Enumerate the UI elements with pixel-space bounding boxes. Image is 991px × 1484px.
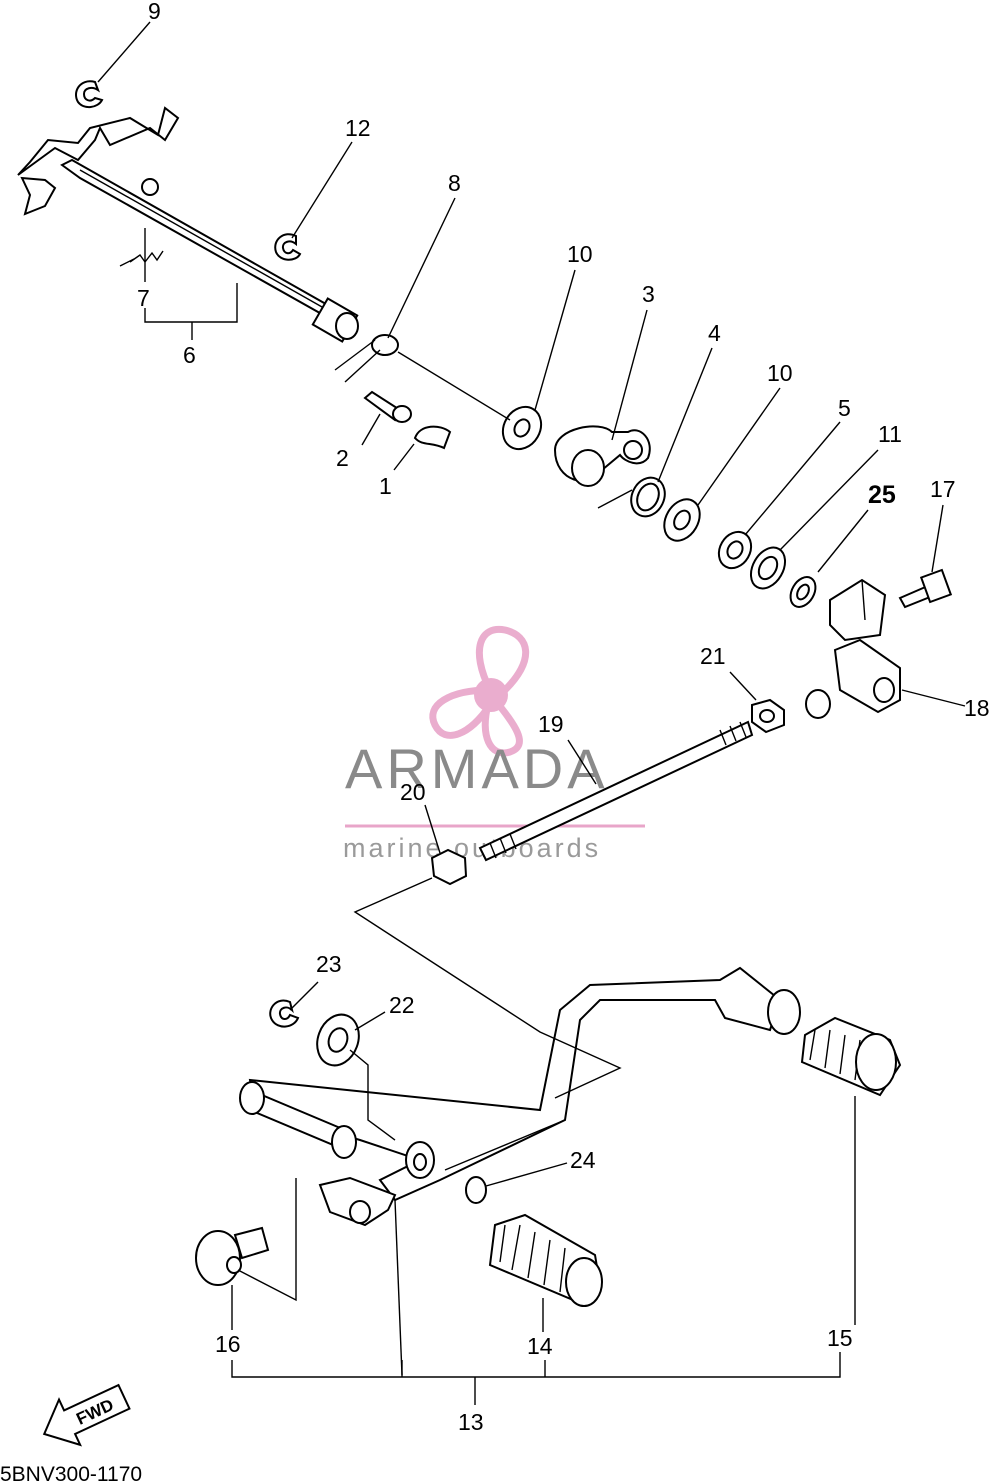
callout-9: 9	[148, 0, 161, 24]
callout-8: 8	[448, 170, 461, 196]
callout-23: 23	[316, 951, 342, 977]
callout-17: 17	[930, 476, 956, 502]
callout-15: 15	[827, 1325, 853, 1351]
callout-20: 20	[400, 779, 426, 805]
callout-2: 2	[336, 445, 349, 471]
callout-16: 16	[215, 1331, 241, 1357]
watermark-tagline: marine outboards	[343, 833, 601, 863]
callout-12: 12	[345, 115, 371, 141]
watermark-brand: ARMADA	[345, 737, 609, 800]
shift-rod-assembly	[430, 698, 785, 886]
callout-5: 5	[838, 395, 851, 421]
callout-7: 7	[137, 285, 150, 311]
callout-13: 13	[458, 1409, 484, 1435]
shift-shaft-assembly	[17, 80, 953, 719]
callout-22: 22	[389, 992, 415, 1018]
callout-19: 19	[538, 711, 564, 737]
callout-14: 14	[527, 1333, 553, 1359]
callout-leaders	[97, 21, 966, 1405]
callout-11: 11	[878, 421, 902, 447]
diagram-part-code: 5BNV300-1170	[0, 1463, 142, 1484]
callout-labels: 9 12 8 10 3 4 10 5 11 25 17 18 21 19 20 …	[137, 0, 990, 1435]
callout-6: 6	[183, 342, 196, 368]
armada-propeller-logo	[429, 625, 530, 757]
callout-1: 1	[379, 473, 392, 499]
callout-25: 25	[868, 481, 896, 509]
callout-21: 21	[700, 643, 726, 669]
callout-10: 10	[567, 241, 593, 267]
shift-pedal-assembly	[195, 877, 902, 1376]
fwd-arrow-icon: FWD	[42, 1383, 131, 1447]
callout-3: 3	[642, 281, 655, 307]
callout-4: 4	[708, 320, 721, 346]
callout-24: 24	[570, 1147, 596, 1173]
callout-18: 18	[964, 695, 990, 721]
callout-10b: 10	[767, 360, 793, 386]
